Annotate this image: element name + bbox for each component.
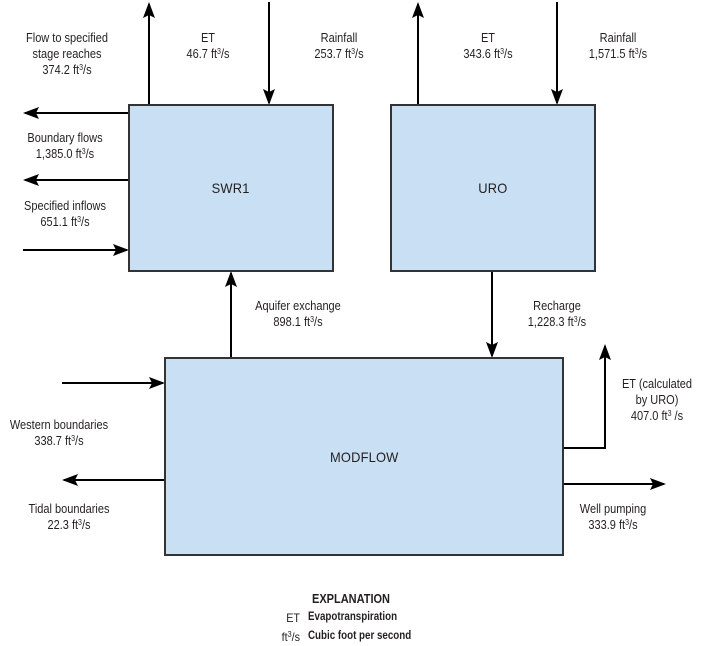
modflow-label: MODFLOW xyxy=(329,448,399,465)
specified-inflows-label: Specified inflows 651.1 ft3/s xyxy=(24,199,106,229)
arrowhead xyxy=(113,244,129,256)
arrow-et-calculated xyxy=(563,346,606,449)
swr1-et-label: ET 46.7 ft3/s xyxy=(186,31,230,61)
arrowhead xyxy=(143,2,155,18)
arrowhead xyxy=(599,344,611,360)
tidal-boundaries-label: Tidal boundaries 22.3 ft3/s xyxy=(28,502,110,532)
swr1-rainfall-label: Rainfall 253.7 ft3/s xyxy=(314,31,364,61)
western-boundaries-label: Western boundaries 338.7 ft3/s xyxy=(9,418,109,448)
arrowhead xyxy=(412,2,424,18)
arrowhead xyxy=(551,89,563,105)
arrowhead xyxy=(225,271,237,287)
uro-box: URO xyxy=(390,104,596,272)
arrowhead xyxy=(263,89,275,105)
arrowhead xyxy=(62,474,78,486)
boundary-flows-label: Boundary flows 1,385.0 ft3/s xyxy=(27,131,103,161)
swr1-label: SWR1 xyxy=(212,180,250,196)
arrowhead xyxy=(650,478,666,490)
uro-et-label: ET 343.6 ft3/s xyxy=(463,31,513,61)
uro-rainfall-label: Rainfall 1,571.5 ft3/s xyxy=(588,31,648,61)
arrowhead xyxy=(23,107,39,119)
arrowhead xyxy=(23,174,39,186)
well-pumping-label: Well pumping 333.9 ft3/s xyxy=(579,502,647,532)
explanation-title: EXPLANATION xyxy=(311,592,391,606)
arrowhead xyxy=(149,377,165,389)
arrowhead xyxy=(486,342,498,358)
explanation-definition: Cubic foot per second xyxy=(308,630,412,642)
explanation-abbr: ft3/s xyxy=(281,630,300,644)
et-calculated-label: ET (calculated by URO) 407.0 ft3 /s xyxy=(621,377,693,423)
explanation-definition: Evapotranspiration xyxy=(308,611,398,623)
explanation-abbr: ET xyxy=(286,611,300,625)
modflow-box: MODFLOW xyxy=(164,357,564,556)
swr1-box: SWR1 xyxy=(128,104,334,272)
aquifer-exchange-label: Aquifer exchange 898.1 ft3/s xyxy=(255,299,341,329)
flow-to-stage-label: Flow to specified stage reaches 374.2 ft… xyxy=(26,31,108,77)
recharge-label: Recharge 1,228.3 ft3/s xyxy=(527,299,587,329)
uro-label: URO xyxy=(478,180,508,196)
